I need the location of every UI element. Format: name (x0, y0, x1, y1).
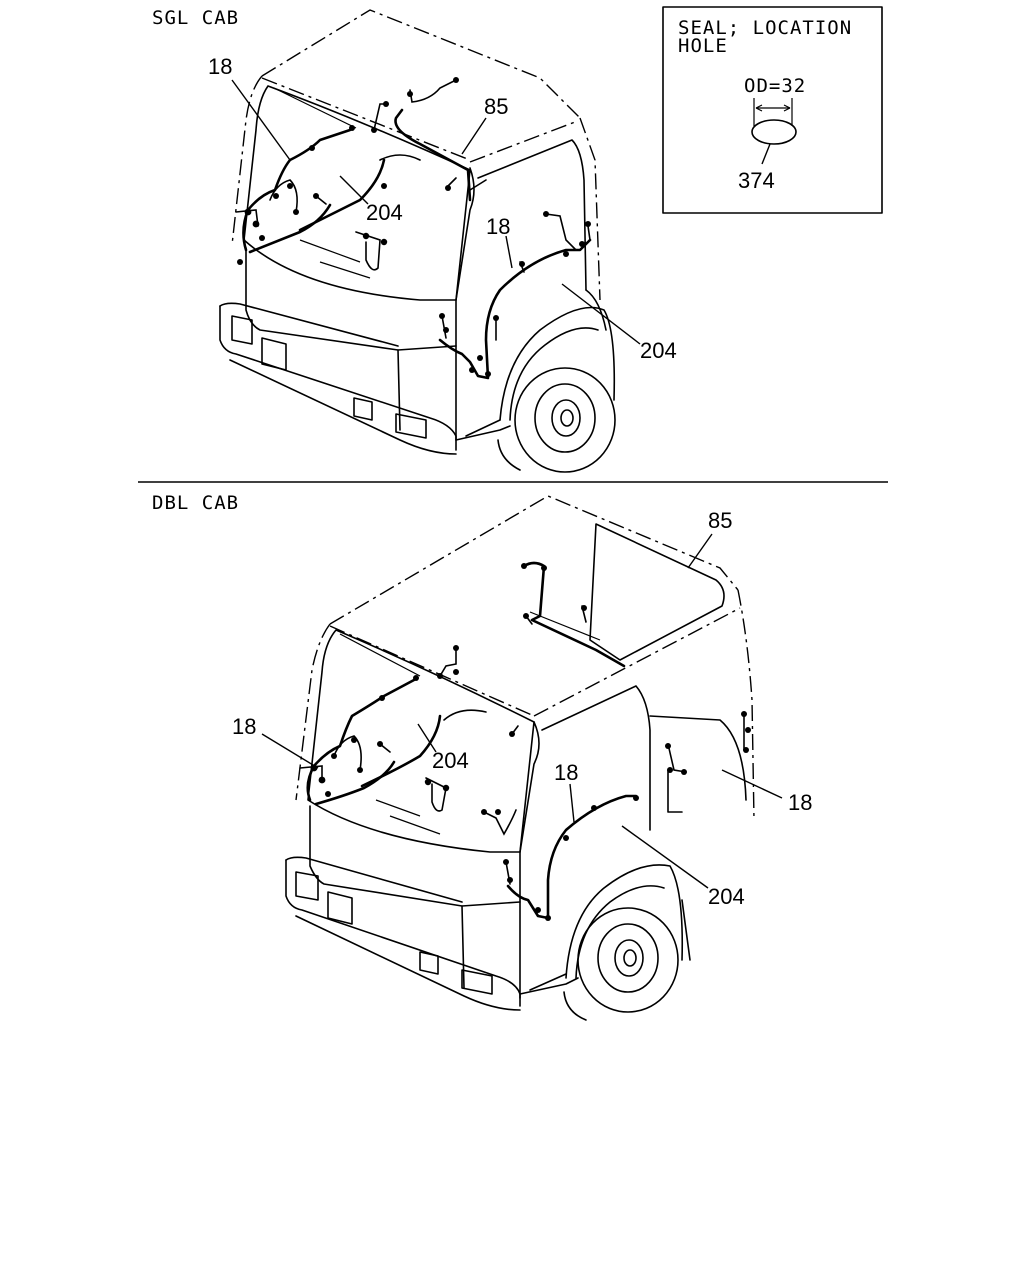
callout-204-dbl-mid: 204 (432, 748, 469, 773)
callout-18-dbl-left: 18 (232, 714, 256, 739)
dbl-cab-section: DBL CAB (152, 492, 812, 1021)
callout-204-sgl-mid: 204 (366, 200, 403, 225)
sgl-callouts: 18 85 204 18 204 (208, 54, 677, 363)
sgl-cab-truck-drawing (219, 9, 616, 473)
detail-dimension: OD=32 (744, 75, 806, 97)
sgl-cab-section: SGL CAB (152, 6, 883, 473)
sgl-cab-title: SGL CAB (152, 7, 239, 29)
callout-204-dbl-right: 204 (708, 884, 745, 909)
dbl-cab-truck-drawing (285, 495, 755, 1021)
callout-18-sgl-right: 18 (486, 214, 510, 239)
callout-18-sgl-left: 18 (208, 54, 232, 79)
detail-part-number: 374 (738, 168, 775, 193)
callout-18-dbl-right: 18 (788, 790, 812, 815)
dbl-cab-wiring (299, 561, 751, 921)
dbl-cab-title: DBL CAB (152, 492, 239, 514)
callout-18-dbl-mid: 18 (554, 760, 578, 785)
sgl-cab-wiring (235, 77, 592, 380)
seal-location-detail-box: SEAL; LOCATION HOLE OD=32 374 (662, 6, 883, 214)
detail-title-line2: HOLE (678, 35, 728, 57)
seal-hole-shape (751, 119, 797, 145)
detail-title-line1: SEAL; LOCATION (678, 17, 852, 39)
callout-204-sgl-right: 204 (640, 338, 677, 363)
callout-85-dbl: 85 (708, 508, 732, 533)
callout-85-sgl: 85 (484, 94, 508, 119)
dbl-callouts: 85 18 204 18 18 204 (232, 508, 812, 909)
detail-box-frame (662, 6, 883, 214)
